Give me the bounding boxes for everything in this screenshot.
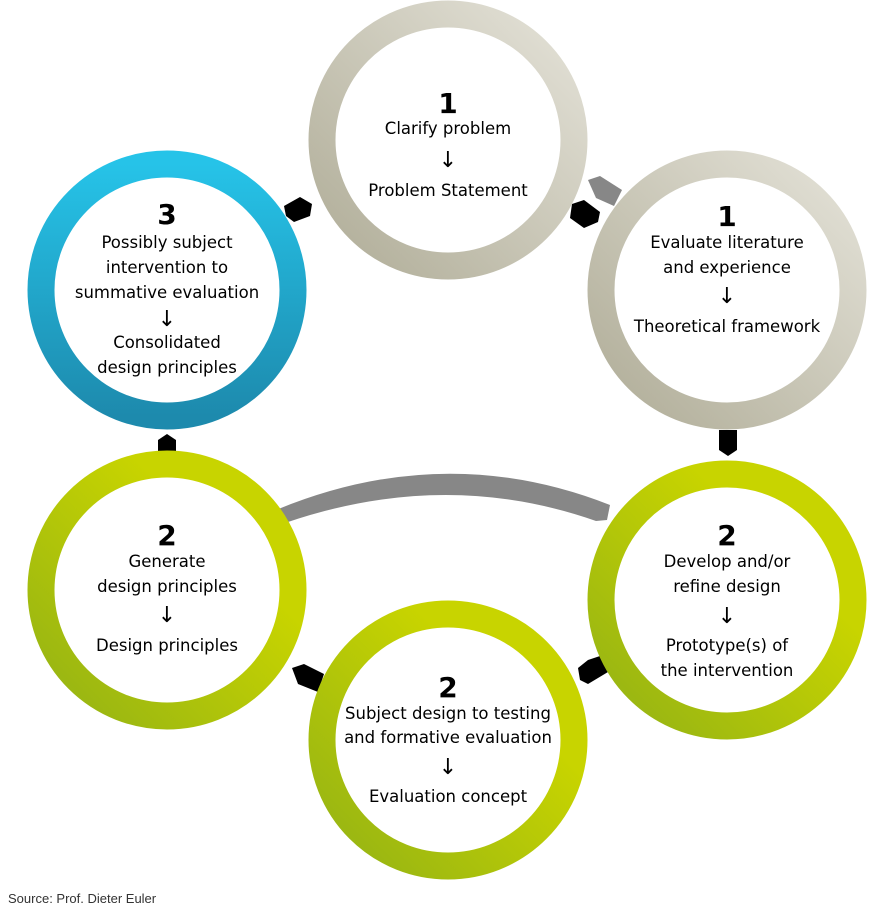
connector-2-to-1-feedback: [588, 176, 622, 206]
step-number: 2: [438, 671, 457, 704]
step-text: summative evaluation: [75, 283, 259, 302]
step-text: and experience: [663, 258, 791, 277]
source-caption: Source: Prof. Dieter Euler: [8, 891, 157, 906]
step-text: intervention to: [106, 258, 228, 277]
step-text: refine design: [673, 577, 781, 596]
step-text: Clarify problem: [385, 119, 511, 138]
step-result: Design principles: [96, 636, 238, 655]
ring-step-3-summative: [27, 150, 307, 430]
step-generate-principles: 2 Generate design principles ↓ Design pr…: [96, 519, 238, 655]
ring-step-2-generate: [27, 450, 307, 730]
arrow-down-icon: ↓: [718, 284, 736, 309]
arrow-down-icon: ↓: [158, 307, 176, 332]
step-text: Develop and/or: [664, 552, 791, 571]
step-develop-design: 2 Develop and/or refine design ↓ Prototy…: [661, 519, 794, 680]
step-text: Possibly subject: [101, 233, 233, 252]
connector-blue-to-1: [284, 197, 312, 222]
step-clarify-problem: 1 Clarify problem ↓ Problem Statement: [368, 87, 528, 200]
arrow-down-icon: ↓: [439, 148, 457, 173]
connector-1-to-2: [570, 200, 600, 228]
ring-step-1-clarify: [308, 0, 588, 280]
step-result: Evaluation concept: [369, 787, 528, 806]
ring-step-1-literature: [587, 150, 867, 430]
step-number: 2: [717, 519, 736, 552]
step-text: design principles: [97, 577, 237, 596]
step-text: and formative evaluation: [344, 728, 552, 747]
step-result: design principles: [97, 358, 237, 377]
arrow-down-icon: ↓: [718, 604, 736, 629]
ring-step-2-testing: [308, 600, 588, 880]
step-result: the intervention: [661, 661, 794, 680]
step-result: Consolidated: [113, 333, 221, 352]
step-result: Problem Statement: [368, 181, 528, 200]
step-summative-evaluation: 3 Possibly subject intervention to summa…: [75, 198, 259, 377]
arrow-down-icon: ↓: [158, 603, 176, 628]
step-number: 3: [157, 198, 176, 231]
step-testing-formative: 2 Subject design to testing and formativ…: [344, 671, 552, 806]
step-result: Theoretical framework: [633, 317, 821, 336]
step-number: 2: [157, 519, 176, 552]
step-result: Prototype(s) of: [666, 636, 789, 655]
step-text: Subject design to testing: [345, 704, 551, 723]
step-evaluate-literature: 1 Evaluate literature and experience ↓ T…: [633, 200, 821, 336]
connector-3-to-4: [578, 656, 608, 684]
feedback-arc: [276, 473, 610, 523]
step-number: 1: [438, 87, 457, 120]
arrow-down-icon: ↓: [439, 755, 457, 780]
step-text: Generate: [128, 552, 205, 571]
connector-2-to-3: [719, 430, 737, 456]
step-text: Evaluate literature: [650, 233, 804, 252]
connector-4-to-5: [292, 664, 324, 692]
ring-step-2-develop: [587, 460, 867, 740]
step-number: 1: [717, 200, 736, 233]
connector-5-to-blue: [158, 434, 176, 456]
